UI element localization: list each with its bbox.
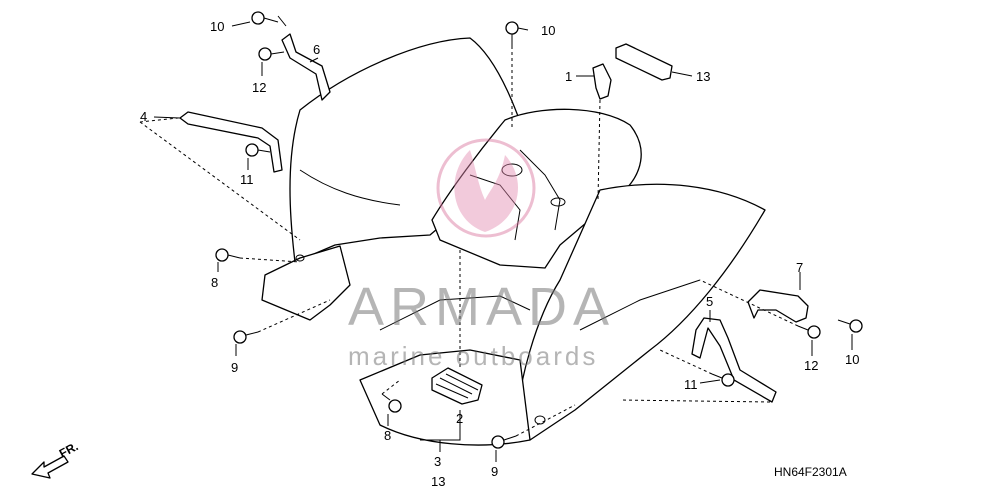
- callout-12: 12: [252, 80, 266, 95]
- rear-fender-inner-rib: [379, 295, 531, 331]
- callout-10: 10: [210, 19, 224, 34]
- bolt-8-lower: [381, 393, 402, 413]
- watermark-logo-icon: [436, 138, 536, 238]
- callout-8: 8: [384, 428, 391, 443]
- diagram-code: HN64F2301A: [774, 465, 847, 479]
- rear-fender-mud-flap: [359, 349, 531, 446]
- callout-3: 3: [434, 454, 441, 469]
- part-2-reflector-texture: [435, 373, 479, 399]
- callout-9: 9: [491, 464, 498, 479]
- rear-fender-inner-rib: [519, 149, 561, 231]
- callout-9: 9: [231, 360, 238, 375]
- bolt-9-left: [233, 330, 259, 344]
- callouts: 10 6 12 4 11 10 1 13 8 9 8 2 3 13 9 5 7 …: [140, 19, 859, 489]
- bolt-10-upper-left: [251, 11, 287, 27]
- part-1-clip: [592, 63, 612, 100]
- assembly-lines: [139, 46, 799, 437]
- callout-7: 7: [796, 260, 803, 275]
- callout-5: 5: [706, 294, 713, 309]
- callout-11: 11: [684, 377, 698, 392]
- rear-fender-inner-rib: [299, 169, 401, 206]
- rear-fender-inner-rib: [579, 279, 701, 331]
- callout-10: 10: [541, 23, 555, 38]
- watermark: ARMADA marine outboards: [348, 138, 615, 371]
- rear-fender-center-tub: [431, 108, 642, 269]
- callout-2: 2: [456, 411, 463, 426]
- rear-fender-drain-hole: [501, 163, 523, 177]
- front-direction-arrow-icon: [31, 455, 69, 479]
- bolt-9-lower: [491, 435, 517, 449]
- rear-fender-left-wing: [289, 37, 531, 263]
- callout-6: 6: [313, 42, 320, 57]
- bolt-12-right: [797, 325, 821, 339]
- callout-11: 11: [240, 172, 254, 187]
- part-4-stay: [179, 111, 283, 173]
- callout-13: 13: [431, 474, 445, 489]
- rear-fender-mount-hole: [295, 254, 305, 262]
- rear-fender-inner-rib: [469, 174, 521, 241]
- callout-13: 13: [696, 69, 710, 84]
- callout-8: 8: [211, 275, 218, 290]
- callout-12: 12: [804, 358, 818, 373]
- callout-10: 10: [845, 352, 859, 367]
- watermark-tagline: marine outboards: [348, 341, 598, 371]
- rear-fender-mount-hole: [534, 415, 546, 425]
- part-13-emblem-upper: [615, 43, 673, 81]
- rear-fender: [261, 37, 766, 446]
- part-7-stay: [747, 289, 809, 323]
- rear-fender-drain-hole: [550, 197, 566, 207]
- bolt-12-upper-left: [258, 47, 285, 61]
- bolt-11-right: [711, 373, 735, 387]
- front-direction-indicator: FR.: [31, 439, 80, 479]
- part-5-stay: [691, 317, 777, 403]
- part-6-stay: [281, 33, 331, 101]
- bolt-11-upper-left: [245, 143, 271, 157]
- rear-fender-left-flange: [261, 245, 351, 321]
- callout-1: 1: [565, 69, 572, 84]
- callout-4: 4: [140, 109, 147, 124]
- leader-lines: [153, 21, 853, 462]
- watermark-brand: ARMADA: [348, 277, 615, 337]
- bolt-10-top-center: [505, 21, 519, 46]
- bolt-10-right: [837, 319, 863, 333]
- bolt-8-left: [215, 248, 241, 262]
- rear-fender-right-wing: [514, 183, 766, 441]
